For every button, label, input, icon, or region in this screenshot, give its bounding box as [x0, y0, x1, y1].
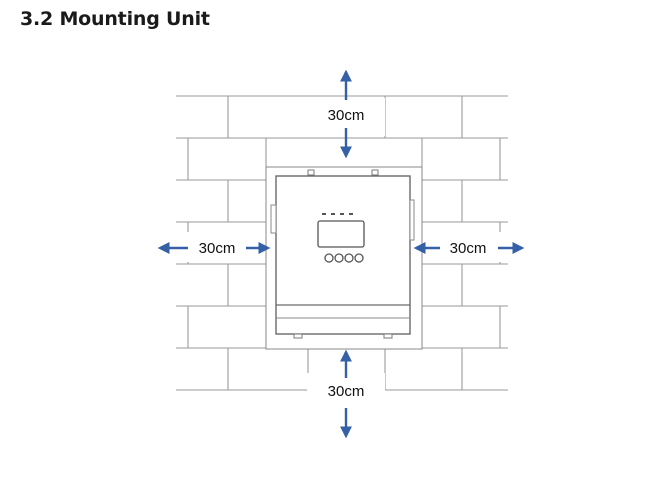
lcd-display-icon	[317, 220, 365, 248]
section-heading: 3.2 Mounting Unit	[20, 8, 210, 30]
button-icon	[324, 253, 364, 263]
right-clearance-label: 30cm	[450, 240, 487, 257]
top-clearance-label: 30cm	[328, 107, 365, 124]
bottom-clearance-label: 30cm	[328, 383, 365, 400]
left-clearance-label: 30cm	[199, 240, 236, 257]
bottom-label-bg	[307, 373, 385, 407]
inverter-unit	[265, 166, 423, 350]
